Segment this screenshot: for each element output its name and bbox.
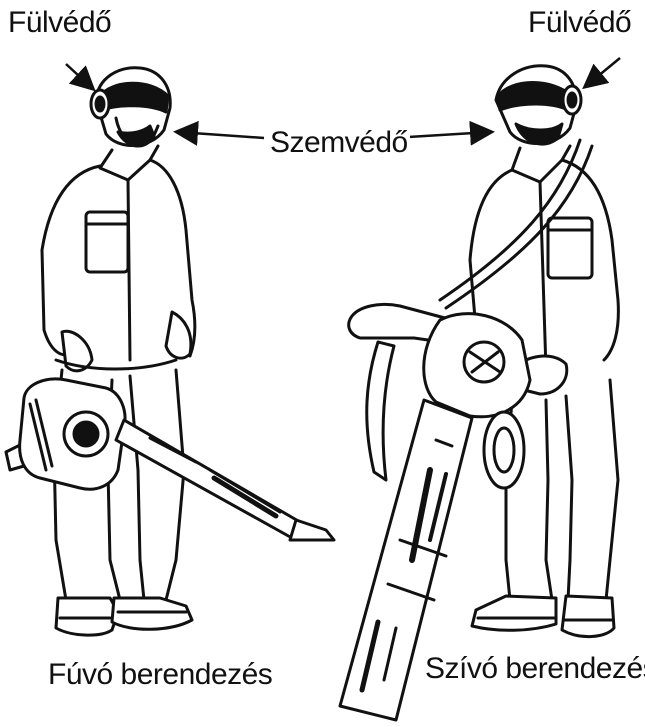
arrow-ear-left [66,64,92,88]
blower-device-label: Fúvó berendezés [48,658,272,692]
eye-protection-label: Szemvédő [268,126,410,160]
left-worker-figure [42,68,195,635]
arrow-ear-right [586,58,620,86]
ear-protection-label-right: Fülvédő [528,6,631,40]
ear-protection-label-left: Fülvédő [8,6,111,40]
arrow-eye-left [178,132,264,138]
vacuum-device-label: Szívó berendezés [425,652,645,686]
